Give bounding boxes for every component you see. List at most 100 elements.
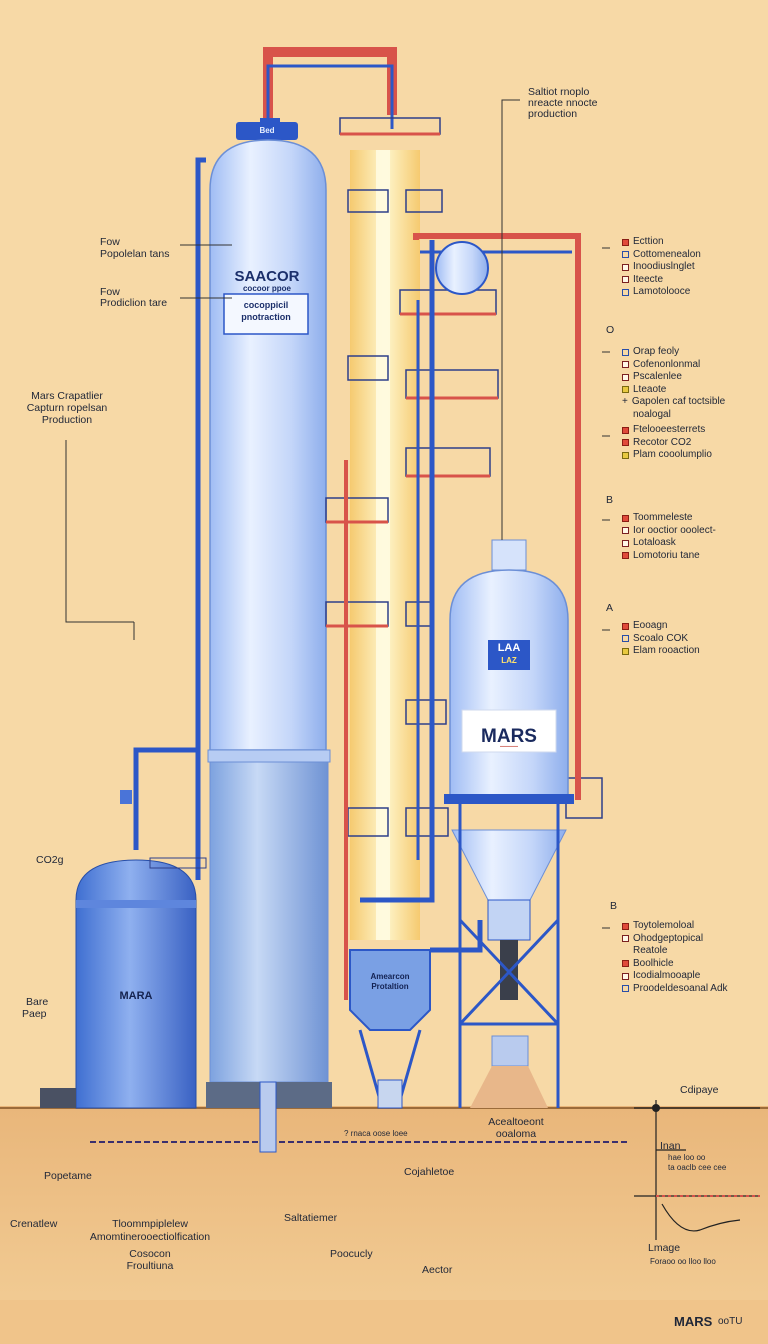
label-cosocon-1: Cosocon	[129, 1248, 171, 1260]
legend-marker-icon	[622, 426, 629, 434]
legend-marker-icon	[622, 361, 629, 369]
main-tank-plate-1: cocoppicil	[243, 300, 289, 310]
mars-badge: LAA	[497, 642, 521, 654]
legend-item-label: Proodeldesoanal Adk	[633, 982, 728, 994]
legend-item: noalogal	[622, 409, 725, 422]
legend-item-label: Gapolen caf toctsible	[631, 396, 726, 407]
legend-item: Pscalenlee	[622, 371, 725, 384]
legend-item-label: Toytolemoloal	[633, 920, 695, 931]
legend-item-label: Lotaloask	[633, 537, 676, 548]
legend-marker-icon	[622, 263, 629, 271]
legend-item-label: Pscalenlee	[633, 371, 682, 382]
accel-label-2: ooaloma	[495, 1128, 537, 1140]
main-tank-cap	[236, 122, 298, 140]
plus-icon: +	[622, 396, 628, 407]
main-tank-plate-2: pnotraction	[241, 312, 291, 322]
legend-item: Eooagn	[622, 620, 700, 633]
accel-label-1: Acealtoeont	[488, 1116, 544, 1128]
label-fow-1: Fow	[100, 236, 120, 248]
legend-item: Elam rooaction	[622, 645, 700, 658]
legend-item-label: Ohodgeptopical	[633, 932, 704, 944]
legend-item-label: Icodialmooaple	[633, 970, 701, 981]
legend-item: Lamotolooce	[622, 286, 701, 299]
legend-item: Cofenonlonmal	[622, 359, 725, 372]
main-tank-sub: cocoor ppoe	[242, 284, 291, 293]
legend-item: Proodeldesoanal Adk	[622, 983, 728, 996]
legend-item-label: Reatole	[633, 945, 668, 956]
hopper-label-2: Protaltion	[371, 982, 409, 991]
depth-line-label: ? rnaca oose loee	[344, 1129, 408, 1138]
legend-item: Toytolemoloal	[622, 920, 728, 933]
label-paep: Paep	[22, 1008, 47, 1020]
legend-marker-icon	[622, 527, 629, 535]
inset-title: Cdipaye	[680, 1084, 719, 1096]
mara-brand: MARA	[119, 990, 153, 1002]
inset-graph	[634, 1100, 760, 1240]
legend-marker-icon	[622, 348, 629, 356]
label-fow-2: Fow	[100, 286, 120, 298]
label-prodicion: Prodiclion tare	[100, 297, 168, 309]
label-tloom-1: Tloommpiplelew	[112, 1218, 188, 1230]
legend-marker-icon	[622, 622, 629, 630]
legend-marker-icon	[622, 276, 629, 284]
label-popolelan: Popolelan tans	[100, 248, 170, 260]
legend-item: Ecttion	[622, 236, 701, 249]
mars-silo	[449, 569, 569, 801]
legend-item: Lotaloask	[622, 537, 716, 550]
label-bare: Bare	[26, 996, 49, 1008]
legend-item-label: Ftelooeesterrets	[633, 424, 706, 435]
label-aector: Aector	[422, 1264, 453, 1276]
footer-brand: MARS	[674, 1314, 713, 1329]
legend-item-label: Elam rooaction	[633, 645, 700, 656]
legend-marker-icon	[622, 972, 629, 980]
legend-item-label: Eooagn	[633, 620, 668, 631]
separator-sphere	[435, 241, 489, 295]
legend-item-label: Toommeleste	[633, 512, 693, 523]
legend-item-label: Iteecte	[633, 273, 664, 285]
inset-label-3: ta oaclb cee cee	[668, 1163, 727, 1172]
header-note-line1: Saltiot rnoplo	[528, 86, 590, 98]
right-red-pipe	[413, 233, 581, 800]
legend-item: +Gapolen caf toctsible	[622, 396, 725, 409]
legend-item-label: Recotor CO2	[633, 436, 692, 448]
mars-badge-2: LAZ	[501, 656, 517, 665]
legend-marker-icon	[622, 935, 629, 943]
legend-item-label: Ior ooctior ooolect-	[633, 524, 716, 536]
legend-item-label: Ecttion	[633, 236, 664, 247]
legend-marker-icon	[622, 386, 629, 394]
legend-item: Lteaote	[622, 384, 725, 397]
legend-item-label: Lteaote	[633, 383, 667, 395]
label-co2: CO2g	[36, 854, 64, 866]
mars-brand: MARS	[481, 726, 537, 747]
legend-marker-icon	[622, 647, 629, 655]
legend-item-label: Inoodiuslnglet	[633, 261, 695, 272]
header-note-line2: nreacte nnocte	[528, 97, 598, 109]
side-mark-b1: B	[606, 494, 614, 506]
legend-marker-icon	[622, 251, 629, 259]
legend-marker-icon	[622, 552, 629, 560]
legend-marker-icon	[622, 439, 629, 447]
main-tank-lower	[209, 761, 329, 1083]
label-cojahletoe: Cojahletoe	[404, 1166, 455, 1178]
main-tank	[209, 139, 327, 751]
inset-label-4: Lmage	[648, 1242, 681, 1254]
main-tank-cap-text: Bed	[259, 126, 275, 135]
inset-label-5: Foraoo oo lloo lloo	[650, 1257, 716, 1266]
label-mars-2: Capturn ropelsan	[26, 402, 108, 414]
mars-sub: ———	[500, 744, 518, 750]
legend-item: Ior ooctior ooolect-	[622, 525, 716, 538]
side-mark-o: O	[606, 324, 615, 336]
label-popetame: Popetame	[44, 1170, 92, 1182]
legend-item: Cottomenealon	[622, 249, 701, 262]
label-proocly: Poocucly	[330, 1248, 373, 1260]
legend-item: Ftelooeesterrets	[622, 424, 712, 437]
main-tank-brand: SAACOR	[234, 268, 300, 285]
legend-marker-icon	[622, 539, 629, 547]
